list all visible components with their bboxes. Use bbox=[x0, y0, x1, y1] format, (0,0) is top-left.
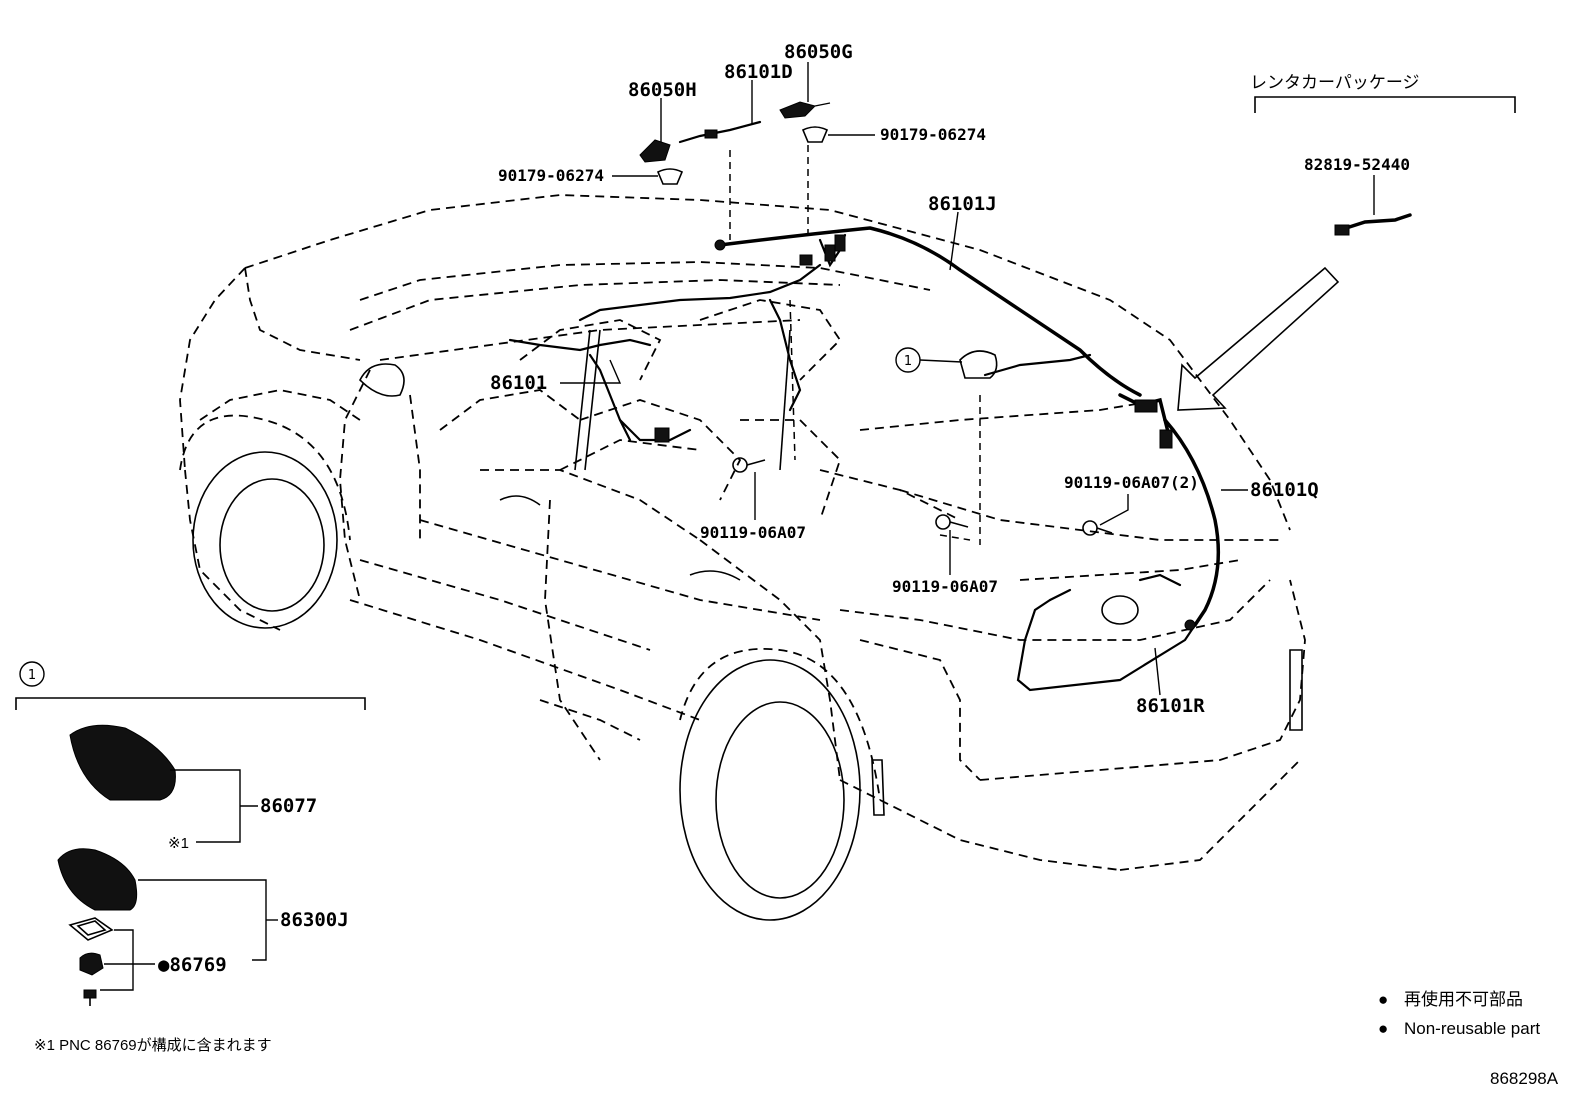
antenna-lead-harness bbox=[983, 353, 1092, 377]
bolt-90119-2-icon bbox=[1082, 520, 1113, 536]
label-82819: 82819-52440 bbox=[1304, 155, 1410, 174]
bolt-90119-floor-icon bbox=[935, 514, 969, 530]
legend: ● 再使用不可部品 ● Non-reusable part bbox=[1378, 989, 1540, 1038]
roof-antenna-icon bbox=[959, 350, 998, 379]
wire-harness-86101Q bbox=[1163, 418, 1221, 627]
label-86101J: 86101J bbox=[928, 193, 997, 215]
clip-90179-left-icon bbox=[656, 168, 684, 185]
legend-bullet-1: ● bbox=[1378, 990, 1388, 1009]
label-86101: 86101 bbox=[490, 372, 547, 394]
clip-90179-right-icon bbox=[801, 126, 829, 143]
legend-bullet-2: ● bbox=[1378, 1019, 1388, 1038]
inset-callout-1-text: 1 bbox=[28, 668, 36, 683]
label-90179-left: 90179-06274 bbox=[498, 166, 604, 185]
antenna-cover-icon bbox=[69, 724, 176, 801]
part-82819-icon bbox=[1334, 213, 1412, 236]
label-90119-2: 90119-06A07(2) bbox=[1064, 473, 1199, 492]
label-86101Q: 86101Q bbox=[1250, 479, 1319, 501]
label-86077: 86077 bbox=[260, 795, 317, 817]
label-90119-center: 90119-06A07 bbox=[700, 523, 806, 542]
part-86050G-icon bbox=[779, 101, 831, 119]
label-86300J: 86300J bbox=[280, 909, 349, 931]
label-90179-right: 90179-06274 bbox=[880, 125, 986, 144]
label-86101D: 86101D bbox=[724, 61, 793, 83]
gasket-icon bbox=[68, 917, 114, 941]
nut-86769-icon bbox=[79, 952, 104, 976]
label-90119-floor: 90119-06A07 bbox=[892, 577, 998, 596]
antenna-base-icon bbox=[57, 848, 138, 911]
rental-package-group: レンタカーパッケージ bbox=[1250, 73, 1516, 113]
footnote: ※1 PNC 86769が構成に含まれます bbox=[34, 1037, 272, 1054]
legend-item-jp: 再使用不可部品 bbox=[1404, 989, 1523, 1009]
inset-note-mark: ※1 bbox=[168, 835, 189, 852]
part-86050H-icon bbox=[639, 139, 671, 163]
inset-detail-1: 1 86077 ※1 86300J ●8676 bbox=[15, 661, 366, 1006]
leader-lines bbox=[560, 62, 1375, 696]
callout-1-on-car: 1 bbox=[895, 347, 921, 373]
vehicle-body-outline bbox=[179, 194, 1306, 921]
wire-harness-86101R bbox=[1016, 573, 1197, 692]
direction-arrow-icon bbox=[1177, 266, 1340, 411]
screw-icon bbox=[83, 989, 97, 1006]
label-86050G: 86050G bbox=[784, 41, 853, 63]
label-86769: ●86769 bbox=[158, 954, 227, 976]
part-86101D-icon bbox=[678, 120, 762, 144]
wire-harness-86101 bbox=[508, 263, 822, 442]
label-86050H: 86050H bbox=[628, 79, 697, 101]
diagram-id: 868298A bbox=[1490, 1069, 1559, 1088]
bolt-90119-center-icon bbox=[732, 457, 766, 473]
wire-harness-86101J bbox=[718, 226, 1172, 442]
legend-item-en: Non-reusable part bbox=[1404, 1019, 1540, 1038]
label-86101R: 86101R bbox=[1136, 695, 1205, 717]
rental-package-label: レンタカーパッケージ bbox=[1250, 73, 1420, 92]
harness-connectors bbox=[654, 234, 1196, 631]
callout-1-text: 1 bbox=[904, 354, 912, 369]
